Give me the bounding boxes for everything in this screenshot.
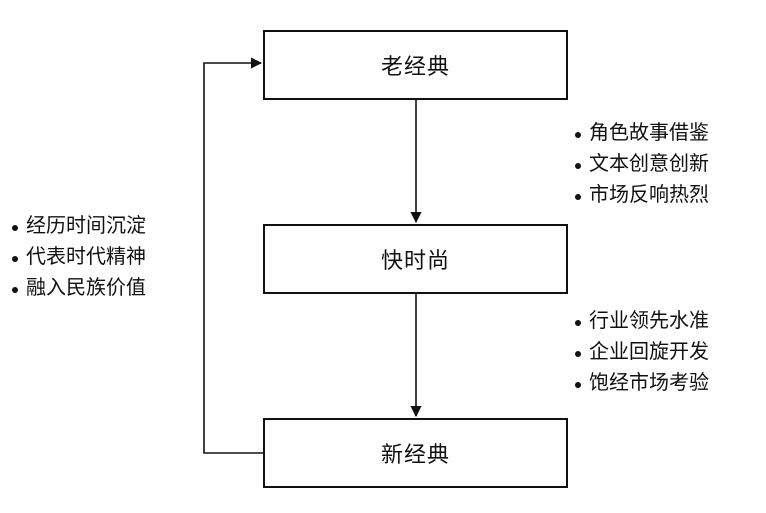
right-top-notes-list: 角色故事借鉴 文本创意创新 市场反响热烈 xyxy=(573,117,709,210)
right-bottom-note-item: 企业回旋开发 xyxy=(573,336,709,367)
left-note-item: 代表时代精神 xyxy=(10,241,146,272)
box-fast-fashion-label: 快时尚 xyxy=(380,249,450,274)
box-fast-fashion: 快时尚 xyxy=(263,224,568,294)
right-bottom-note-item: 饱经市场考验 xyxy=(573,367,709,398)
right-top-note-item: 市场反响热烈 xyxy=(573,179,709,210)
box-old-classic: 老经典 xyxy=(263,30,568,100)
left-notes-list: 经历时间沉淀 代表时代精神 融入民族价值 xyxy=(10,210,146,303)
box-old-classic-label: 老经典 xyxy=(380,55,450,80)
right-bottom-note-item: 行业领先水准 xyxy=(573,305,709,336)
left-note-item: 经历时间沉淀 xyxy=(10,210,146,241)
right-top-note-item: 角色故事借鉴 xyxy=(573,117,709,148)
right-top-note-item: 文本创意创新 xyxy=(573,148,709,179)
right-bottom-notes-list: 行业领先水准 企业回旋开发 饱经市场考验 xyxy=(573,305,709,398)
arrow-new-back-to-old xyxy=(203,57,263,454)
box-new-classic-label: 新经典 xyxy=(380,443,450,468)
left-note-item: 融入民族价值 xyxy=(10,272,146,303)
box-new-classic: 新经典 xyxy=(263,418,568,488)
